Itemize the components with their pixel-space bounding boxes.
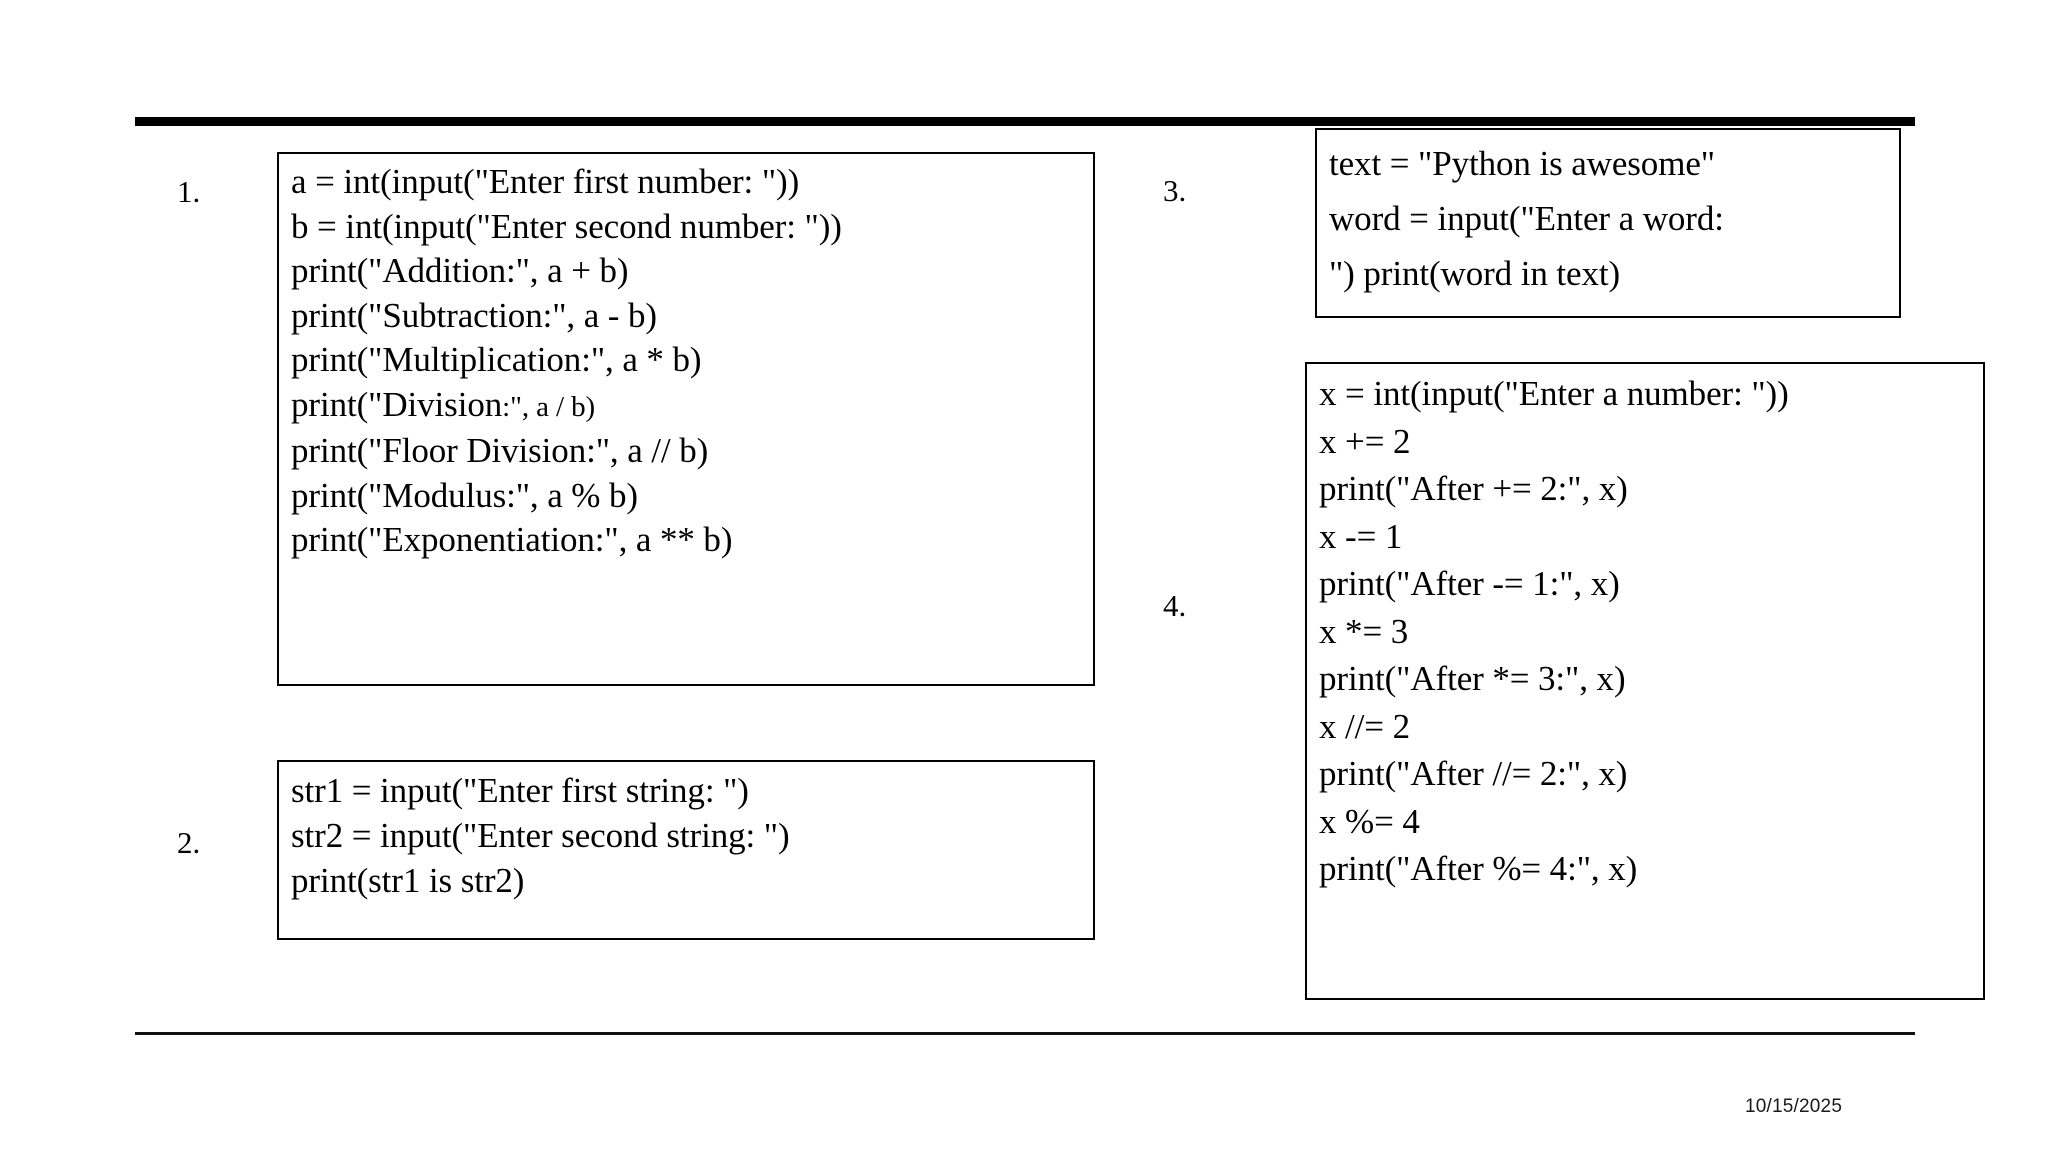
code-box-2: str1 = input("Enter first string: ") str…: [277, 760, 1095, 940]
list-marker-2: 2.: [177, 825, 201, 860]
code-line: x *= 3: [1319, 611, 1409, 651]
code-line: word = input("Enter a word:: [1329, 199, 1724, 238]
footer-date: 10/15/2025: [1745, 1096, 1843, 1117]
code-line: print("Floor Division:", a // b): [291, 431, 709, 470]
code-line: str2 = input("Enter second string: "): [291, 816, 790, 855]
code-line: str1 = input("Enter first string: "): [291, 771, 749, 810]
code-line-head: print("Division: [291, 384, 503, 424]
code-box-4: x = int(input("Enter a number: ")) x += …: [1305, 362, 1985, 1000]
code-box-3: text = "Python is awesome" word = input(…: [1315, 128, 1901, 318]
list-marker-4: 4.: [1163, 588, 1187, 623]
code-line: print("Modulus:", a % b): [291, 475, 638, 515]
bottom-divider-rule: [135, 1032, 1915, 1035]
code-line: print("After *= 3:", x): [1319, 659, 1626, 698]
code-line: print("Addition:", a + b): [291, 251, 629, 290]
code-line: print("Division:", a / b): [291, 383, 1083, 430]
code-line: print("Subtraction:", a - b): [291, 295, 657, 335]
code-line: print("After %= 4:", x): [1319, 849, 1638, 888]
top-divider-rule: [135, 117, 1915, 126]
code-line: print("After -= 1:", x): [1319, 564, 1620, 603]
code-line: x -= 1: [1319, 516, 1403, 556]
code-line: x = int(input("Enter a number: ")): [1319, 374, 1789, 413]
code-line: print("Multiplication:", a * b): [291, 340, 702, 379]
code-line: print("Exponentiation:", a ** b): [291, 520, 733, 559]
code-line: ") print(word in text): [1329, 254, 1621, 293]
code-line-tail: :", a / b): [502, 390, 596, 423]
list-marker-3: 3.: [1163, 173, 1187, 208]
code-line: x //= 2: [1319, 706, 1410, 746]
code-line: b = int(input("Enter second number: ")): [291, 206, 842, 246]
code-line: x += 2: [1319, 421, 1411, 461]
code-line: print(str1 is str2): [291, 861, 525, 900]
code-line: text = "Python is awesome": [1329, 144, 1715, 183]
code-line: print("After //= 2:", x): [1319, 754, 1628, 793]
code-box-1: a = int(input("Enter first number: ")) b…: [277, 152, 1095, 686]
code-line: print("After += 2:", x): [1319, 469, 1628, 508]
code-line: x %= 4: [1319, 801, 1420, 841]
list-marker-1: 1.: [177, 174, 201, 209]
code-line: a = int(input("Enter first number: ")): [291, 162, 800, 201]
